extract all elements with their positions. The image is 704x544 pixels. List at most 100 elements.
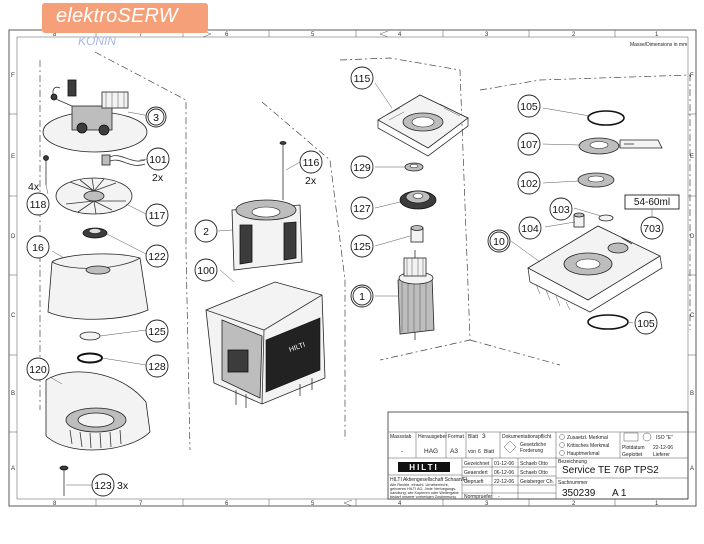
- svg-text:117: 117: [149, 210, 166, 222]
- svg-text:105: 105: [637, 318, 655, 330]
- callout-103: 103: [549, 197, 573, 221]
- screw-116: [279, 141, 287, 200]
- row-b-left: B: [11, 391, 15, 397]
- tb-gezeichnet-date: 01-12-06: [494, 461, 514, 467]
- tb-logo: [398, 462, 450, 472]
- drawing-frame: [8, 29, 697, 507]
- oring-128: [77, 352, 103, 364]
- svg-text:123: 123: [94, 480, 112, 492]
- callout-102: 102: [517, 171, 541, 195]
- tb-benennung-label: Bezeichnung: [558, 459, 587, 465]
- top-col-4: 4: [398, 32, 402, 38]
- callout-125-rotor: 125: [350, 234, 374, 258]
- bottom-col-7: 7: [139, 501, 143, 507]
- ring-125-left: [79, 331, 101, 341]
- tb-projection-box-icon: [623, 432, 639, 442]
- wire-harness: [101, 154, 146, 166]
- tb-plotdatum-label: Plotdatum: [622, 445, 645, 451]
- top-col-8: 8: [53, 32, 57, 38]
- tb-index: A 1: [612, 488, 627, 499]
- tb-mark-3-icon: [559, 450, 565, 456]
- callout-127: 127: [350, 196, 374, 220]
- tb-gezeichnet-label: Gezeichnet: [464, 461, 490, 467]
- callout-100: 100: [194, 258, 218, 282]
- tb-format-label: Format: [448, 434, 464, 440]
- tb-mark-3: Hauptmerkmal: [567, 451, 600, 457]
- units-note: Masse/Dimensions in mm: [630, 42, 687, 48]
- row-f-right: F: [690, 73, 694, 79]
- tb-copyright-3: handlung, wie Kopieren oder Weitergabe: [390, 491, 459, 495]
- screw-118: [43, 155, 49, 185]
- row-a-left: A: [11, 466, 15, 472]
- callout-1: 1: [350, 284, 374, 308]
- row-d-right: D: [690, 234, 695, 240]
- svg-text:1: 1: [359, 291, 365, 303]
- tb-logo-text: HILTI: [409, 463, 438, 472]
- tb-massstab-label: Massstab: [390, 434, 412, 440]
- tb-von-label: von: [468, 449, 476, 455]
- bottom-grid-labels: 8 7 6 5 4 3 2 1: [53, 499, 659, 507]
- tb-company: HILTI Aktiengesellschaft Schaan/FL: [390, 477, 469, 483]
- assembly-line-rotor: [339, 57, 471, 361]
- tb-mark-2: Kritisches Merkmal: [567, 443, 609, 449]
- tb-herausgeber-label: Herausgeber: [418, 434, 447, 440]
- inner-frame: [16, 36, 689, 500]
- top-col-6: 6: [225, 32, 229, 38]
- watermark-banner: [42, 3, 208, 33]
- bottom-col-2: 2: [572, 501, 576, 507]
- svg-text:102: 102: [520, 178, 538, 190]
- motor-housing-100: HILTI: [205, 281, 326, 408]
- row-c-right: C: [690, 313, 695, 319]
- grease-quantity-label: 54-60ml: [634, 197, 670, 208]
- bottom-col-1: 1: [655, 501, 659, 507]
- tb-von: 6: [478, 449, 481, 455]
- top-col-2: 2: [572, 32, 576, 38]
- top-col-3: 3: [485, 32, 489, 38]
- svg-text:125: 125: [353, 241, 371, 253]
- svg-text:120: 120: [29, 364, 47, 376]
- leader-lines: [45, 82, 634, 486]
- callout-117: 117: [145, 203, 169, 227]
- tb-geaendert-label: Geaendert: [464, 470, 488, 476]
- tb-blatt: 3: [482, 433, 486, 440]
- circlip-105-bottom: [587, 314, 629, 330]
- tb-geprueft-label: Geprueft: [464, 479, 484, 485]
- bottom-col-4: 4: [398, 501, 402, 507]
- row-f-left: F: [11, 73, 15, 79]
- assembly-line-right: [479, 74, 691, 330]
- tb-benennung: Service TE 76P TPS2: [562, 465, 659, 476]
- svg-text:125: 125: [148, 326, 166, 338]
- tb-n-symbol: [503, 440, 517, 454]
- title-block: Massstab - Herausgeber HAG Format A3 Bla…: [387, 411, 689, 500]
- tb-geprueft-date: 22-12-06: [494, 479, 514, 485]
- svg-text:104: 104: [521, 223, 539, 235]
- tb-geplottet-label: Geplottet: [622, 452, 643, 458]
- svg-text:2: 2: [203, 226, 209, 238]
- gear-127: [399, 190, 437, 210]
- tb-plotdatum: 22-12-06: [653, 445, 673, 451]
- svg-text:105: 105: [520, 101, 538, 113]
- circlip-105-top: [587, 110, 625, 126]
- row-b-right: B: [690, 391, 694, 397]
- tb-geprueft-name: Geisberger Ch.: [520, 479, 554, 485]
- row-a-right: A: [690, 466, 694, 472]
- end-cover-120: [45, 371, 151, 451]
- tb-geaendert-name: Schaeb Otto: [520, 470, 548, 476]
- tb-massstab: -: [401, 448, 403, 455]
- svg-text:118: 118: [30, 199, 47, 211]
- tb-blatt-label: Blatt: [468, 434, 479, 440]
- tb-herausgeber: HAG: [424, 448, 438, 455]
- callout-116-qty: 2x: [305, 175, 317, 187]
- callout-129: 129: [350, 155, 374, 179]
- svg-text:3: 3: [153, 112, 159, 124]
- bearing-122: [82, 227, 108, 239]
- tb-mark-1-icon: [559, 434, 565, 440]
- callout-115: 115: [350, 66, 374, 90]
- tb-copyright-2: gehoeren HILTI AG. Jede Verfuegungs-: [390, 487, 457, 491]
- top-col-1: 1: [655, 32, 659, 38]
- tb-mark-2-icon: [559, 442, 565, 448]
